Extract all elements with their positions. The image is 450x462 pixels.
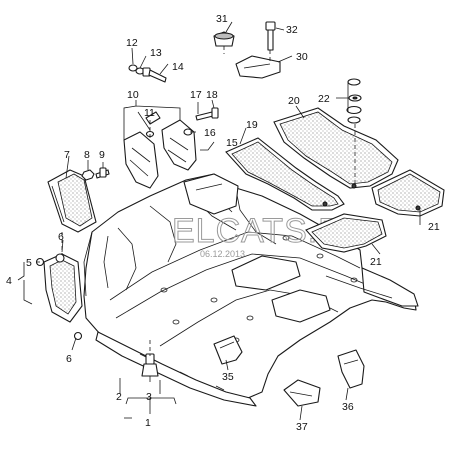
bracket-assembly-10 <box>123 111 197 189</box>
callout-5: 5 <box>26 257 32 269</box>
floor-mats <box>225 107 445 253</box>
callout-6-lower: 6 <box>66 353 72 365</box>
callout-17: 17 <box>190 89 202 101</box>
side-trim-panel-7 <box>47 169 97 233</box>
callout-19: 19 <box>246 119 258 131</box>
dashed-leaders <box>61 46 356 356</box>
callout-3: 3 <box>146 391 152 403</box>
callout-9: 9 <box>99 149 105 161</box>
callout-21-right: 21 <box>428 221 440 233</box>
callout-8: 8 <box>84 149 90 161</box>
callout-15: 15 <box>226 137 238 149</box>
callout-22: 22 <box>318 93 330 105</box>
watermark-date: 06.12.2013 <box>200 249 245 259</box>
callout-10: 10 <box>127 89 139 101</box>
callout-31: 31 <box>216 13 228 25</box>
callout-numbers: 1 2 3 4 5 6 6 7 8 9 10 11 12 13 14 15 16… <box>6 13 440 433</box>
callout-32: 32 <box>286 24 298 36</box>
callout-1: 1 <box>145 417 151 429</box>
callout-35: 35 <box>222 371 234 383</box>
callout-6-upper: 6 <box>58 231 64 243</box>
callout-7: 7 <box>64 149 70 161</box>
callout-37: 37 <box>296 421 308 433</box>
callout-30: 30 <box>296 51 308 63</box>
callout-12: 12 <box>126 37 138 49</box>
callout-18: 18 <box>206 89 218 101</box>
callout-21-left: 21 <box>370 256 382 268</box>
callout-14: 14 <box>172 61 184 73</box>
callout-4: 4 <box>6 275 12 287</box>
floor-pan <box>83 173 419 407</box>
callout-36: 36 <box>342 401 354 413</box>
callout-2: 2 <box>116 391 122 403</box>
callout-11: 11 <box>144 107 155 119</box>
callout-16: 16 <box>204 127 216 139</box>
callout-20: 20 <box>288 95 300 107</box>
side-trim-panel-4 <box>43 253 83 323</box>
leader-lines <box>17 21 421 421</box>
fasteners <box>35 21 365 407</box>
callout-13: 13 <box>150 47 162 59</box>
